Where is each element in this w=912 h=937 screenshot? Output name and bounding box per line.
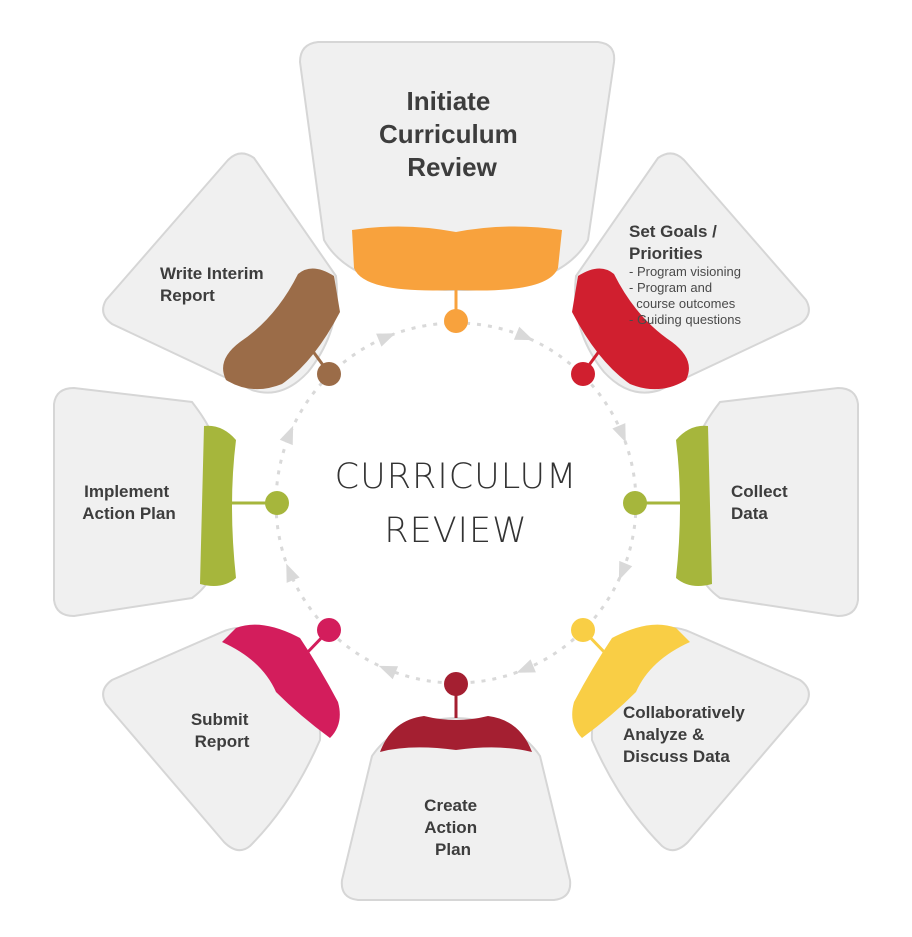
svg-text:Write Interim Report: Write Interim Report xyxy=(160,264,268,305)
step-title-line: Action Plan xyxy=(82,504,176,523)
step-title-line: Set Goals / xyxy=(629,222,717,241)
step-band xyxy=(223,268,340,390)
step-collaboratively-analyze-discuss: Collaboratively Analyze & Discuss Data xyxy=(571,618,810,852)
step-title-line: Data xyxy=(731,504,768,523)
cycle-arrowhead xyxy=(286,563,300,583)
step-node xyxy=(317,618,341,642)
step-title-line: Review xyxy=(407,152,497,182)
step-title-line: Priorities xyxy=(629,244,703,263)
step-title-line: Analyze & xyxy=(623,725,704,744)
step-node xyxy=(444,309,468,333)
step-title-line: Collaboratively xyxy=(623,703,745,722)
svg-text:Collaboratively Analyz: Collaboratively Analyze & Discuss Data xyxy=(623,703,750,766)
step-node xyxy=(571,618,595,642)
step-node xyxy=(623,491,647,515)
step-title-line: Report xyxy=(160,286,215,305)
cycle-arrowhead xyxy=(513,326,534,341)
svg-text:Initiate Curriculum: Initiate Curriculum Review xyxy=(379,86,525,182)
cycle-arrowhead xyxy=(279,425,294,446)
step-band xyxy=(572,268,689,390)
step-title-line: Initiate xyxy=(406,86,490,116)
step-title-line: Plan xyxy=(435,840,471,859)
step-submit-report: Submit Report xyxy=(102,618,341,852)
step-band xyxy=(222,624,340,738)
step-implement-action-plan: Implement Action Plan xyxy=(53,386,289,618)
step-title-line: Submit xyxy=(191,710,249,729)
step-node xyxy=(265,491,289,515)
cycle-arrowhead xyxy=(378,665,399,680)
center-title-line1: CURRICULUM xyxy=(335,457,578,497)
step-initiate-curriculum-review: Initiate Curriculum Review xyxy=(298,41,616,333)
svg-text:Set Goals / Priorities: Set Goals / Priorities xyxy=(629,222,722,263)
step-band xyxy=(200,425,236,586)
step-set-goals-priorities: Set Goals / Priorities - Program visioni… xyxy=(0,0,810,394)
step-title-line: Implement xyxy=(84,482,169,501)
cycle-arrowhead xyxy=(376,333,396,347)
svg-text:Create Action: Create Action Plan xyxy=(424,796,482,859)
step-title-line: Discuss Data xyxy=(623,747,730,766)
step-panel xyxy=(692,386,859,618)
step-band xyxy=(380,716,532,752)
step-bullet: - Program and xyxy=(629,280,712,295)
step-node xyxy=(317,362,341,386)
step-title-line: Collect xyxy=(731,482,788,501)
step-write-interim-report: Write Interim Report xyxy=(102,152,341,394)
cycle-arrowhead xyxy=(618,560,633,581)
cycle-arrowhead xyxy=(516,659,536,673)
step-band xyxy=(352,226,562,291)
cycle-arrowhead xyxy=(612,423,626,443)
step-bullet: course outcomes xyxy=(629,296,736,311)
svg-text:Collect Data: Collect Data xyxy=(731,482,792,523)
step-node xyxy=(571,362,595,386)
step-title-line: Create xyxy=(424,796,477,815)
step-band xyxy=(676,425,712,586)
step-title-line: Write Interim xyxy=(160,264,264,283)
step-collect-data: Collect Data xyxy=(623,386,859,618)
step-panel xyxy=(53,386,220,618)
center-title-line2: REVIEW xyxy=(384,511,527,551)
step-title-line: Action xyxy=(424,818,477,837)
step-title-line: Report xyxy=(195,732,250,751)
svg-text:Implement Action Plan: Implement Action Plan xyxy=(82,482,176,523)
svg-text:- Program visioning -: - Program visioning - Program and course… xyxy=(0,0,774,327)
svg-text:Submit Report: Submit Report xyxy=(191,710,253,751)
step-bullet: - Guiding questions xyxy=(629,312,742,327)
step-title-line: Curriculum xyxy=(379,119,518,149)
step-create-action-plan: Create Action Plan xyxy=(340,672,572,901)
step-band xyxy=(572,624,690,738)
step-bullet: - Program visioning xyxy=(629,264,741,279)
step-node xyxy=(444,672,468,696)
